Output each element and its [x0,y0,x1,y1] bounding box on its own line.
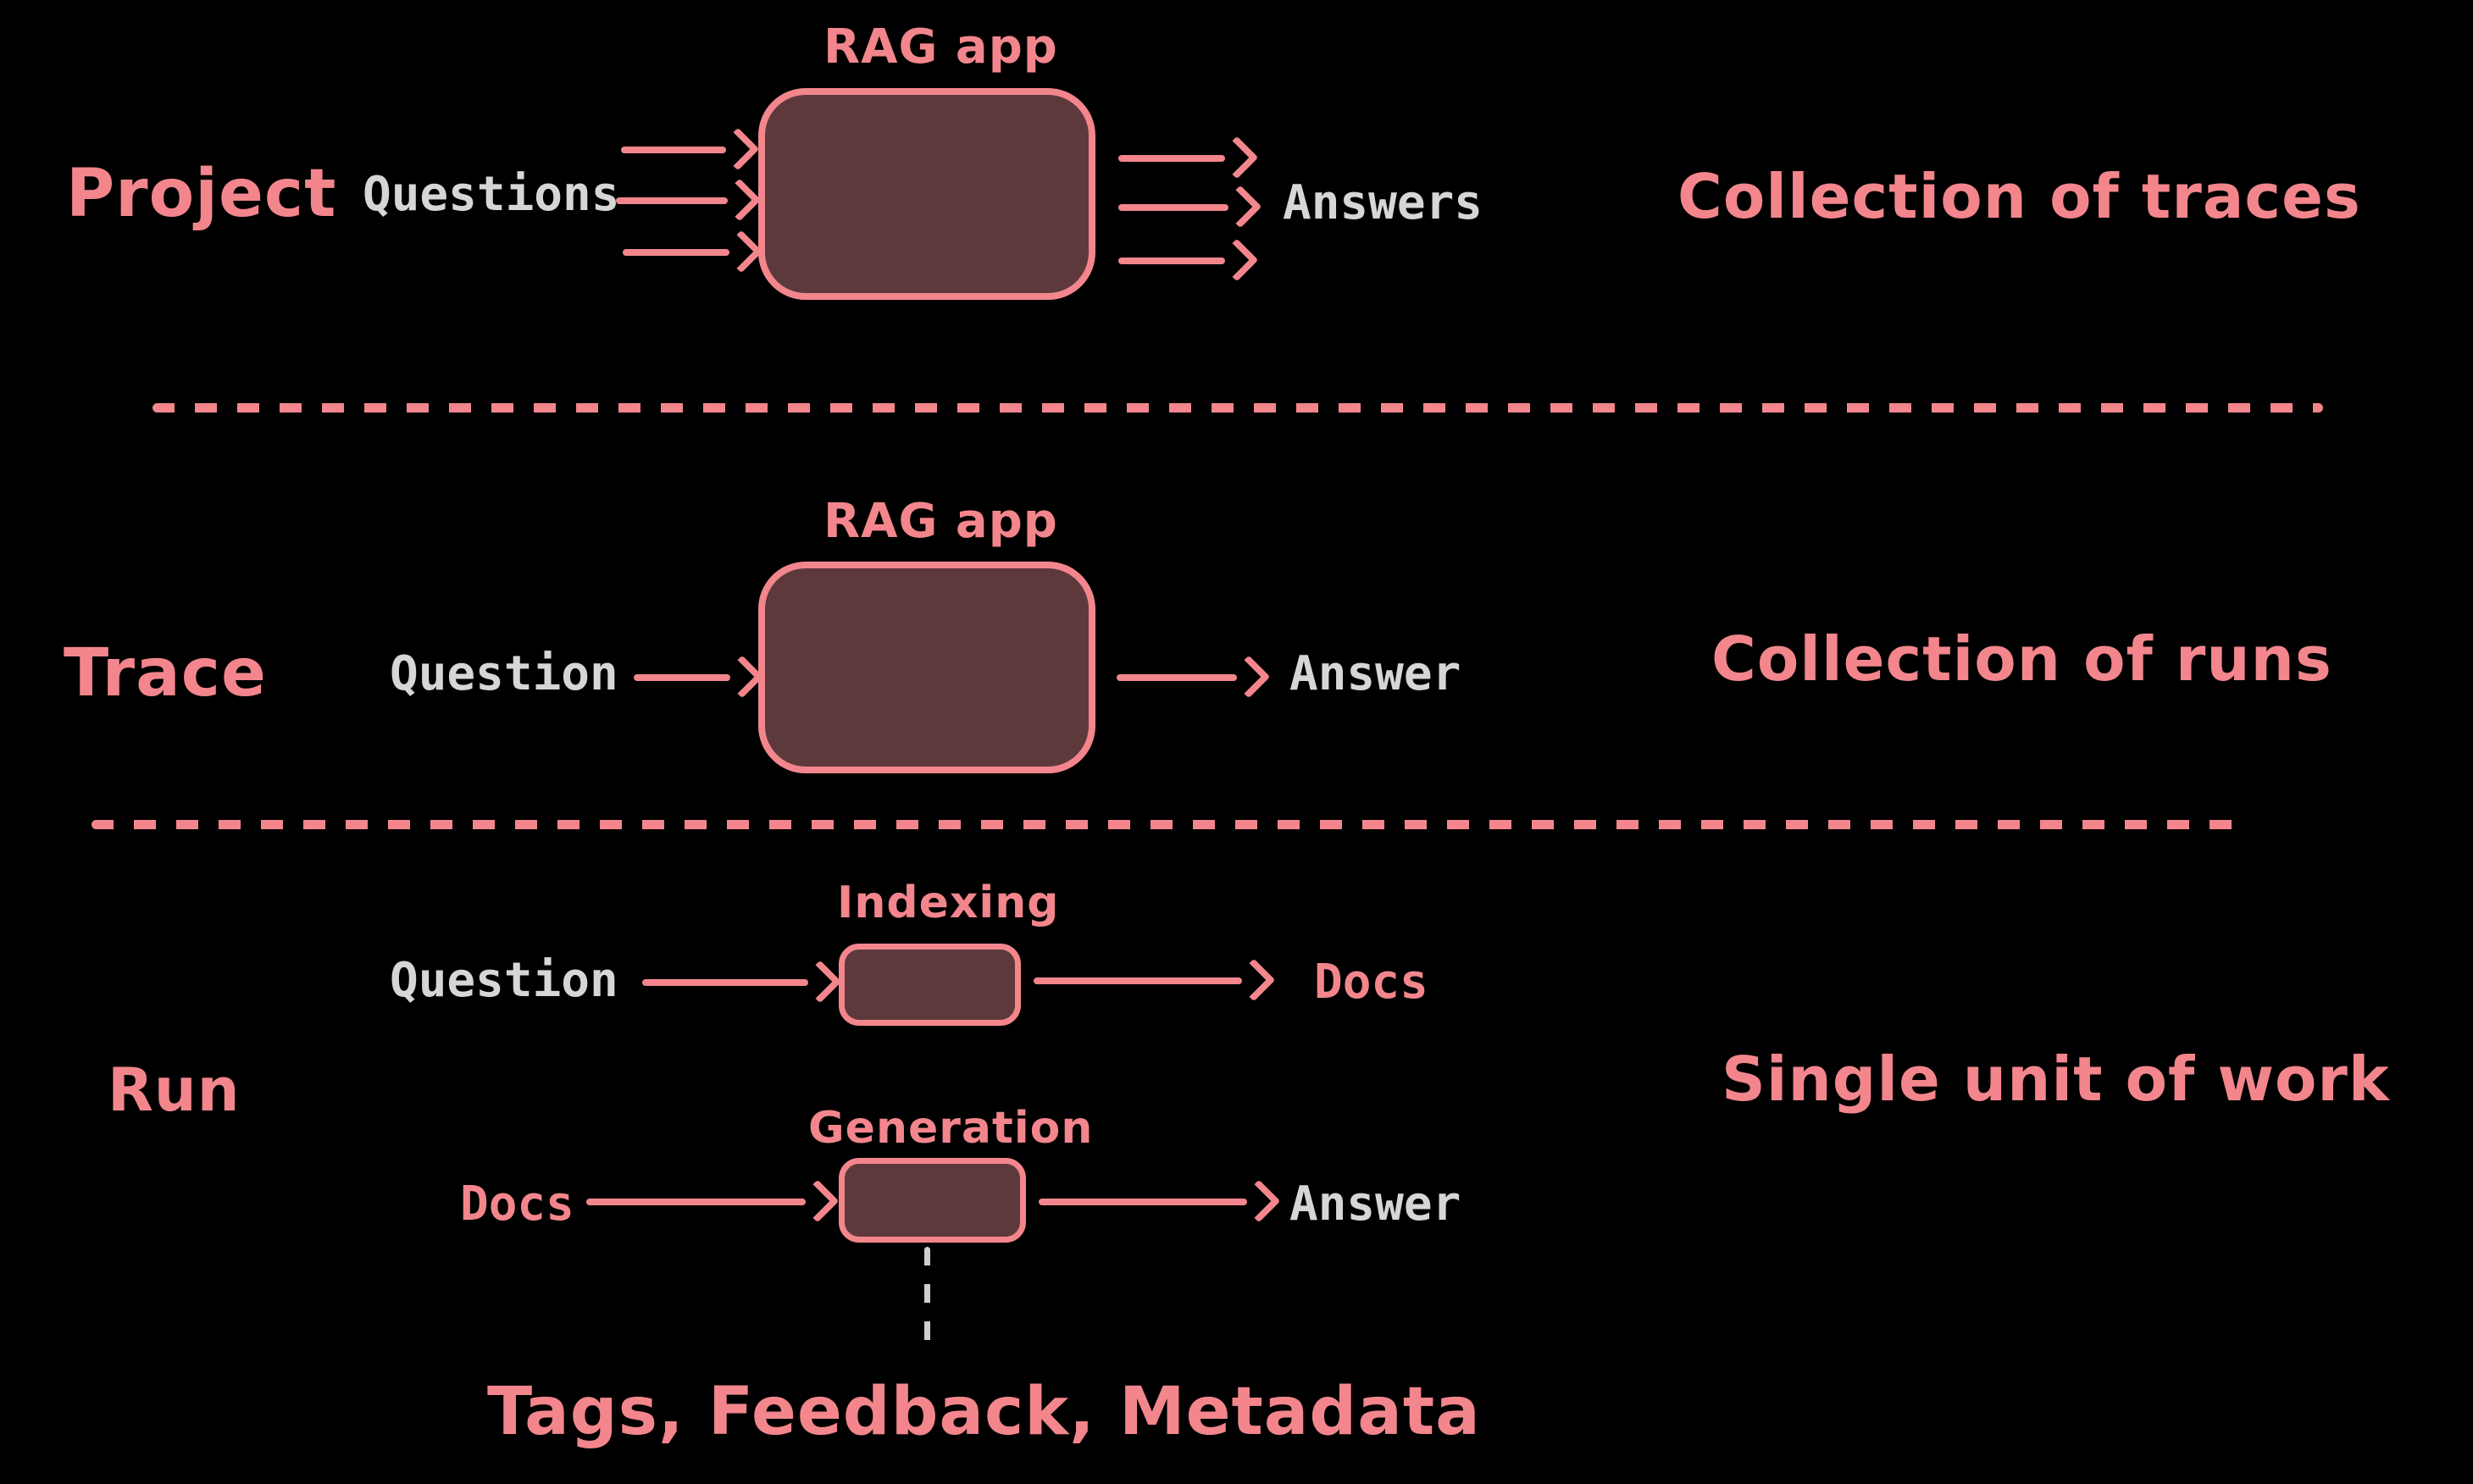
arrow-shaft [1118,204,1228,211]
arrow-shaft [586,1199,806,1205]
arrow-head [716,127,760,171]
trace-input-label: Question [390,646,618,701]
arrow-shaft [616,197,728,204]
rag-app-box-label: RAG app [823,19,1058,75]
dashed-connector [924,1247,930,1352]
arrow-head [1237,1179,1281,1223]
dashed-divider [91,820,2243,829]
run-generation-input-label: Docs [460,1177,574,1232]
arrow-head [1227,655,1271,699]
indexing-box-label: Indexing [837,878,1060,928]
arrow-shaft [623,249,729,256]
project-caption: Collection of traces [1677,161,2361,232]
trace-output-label: Answer [1289,646,1461,701]
arrow-head [1215,238,1259,282]
dashed-divider [152,403,2323,413]
arrow-shaft [1118,257,1225,264]
run-annotation: Tags, Feedback, Metadata [487,1374,1481,1450]
rag-app-box [758,88,1095,300]
arrow-shaft [1117,674,1237,681]
generation-box-label: Generation [808,1103,1094,1154]
arrow-head [719,230,763,274]
arrow-head [798,960,842,1004]
run-caption: Single unit of work [1722,1044,2390,1115]
arrow-head [1215,136,1259,180]
arrow-shaft [1118,155,1225,162]
arrow-shaft [634,674,730,681]
arrow-shaft [642,979,808,986]
arrow-head [796,1179,840,1223]
arrow-shaft [1039,1199,1247,1205]
trace-row-label: Trace [64,635,267,712]
generation-box [839,1158,1026,1243]
indexing-box [839,944,1021,1026]
arrow-head [718,178,762,222]
trace-caption: Collection of runs [1711,623,2332,695]
arrow-shaft [1034,977,1242,984]
arrow-head [1218,185,1262,229]
project-row-label: Project [66,156,337,232]
project-input-label: Questions [363,167,620,222]
run-indexing-output-label: Docs [1314,955,1428,1010]
rag-app-box-label: RAG app [823,494,1058,549]
arrow-head [1232,958,1276,1002]
arrow-head [720,655,764,699]
arrow-shaft [621,147,726,153]
project-output-label: Answers [1283,175,1483,230]
run-indexing-input-label: Question [390,953,618,1008]
run-generation-output-label: Answer [1289,1177,1461,1232]
rag-app-box [758,562,1095,773]
run-row-label: Run [108,1055,241,1125]
